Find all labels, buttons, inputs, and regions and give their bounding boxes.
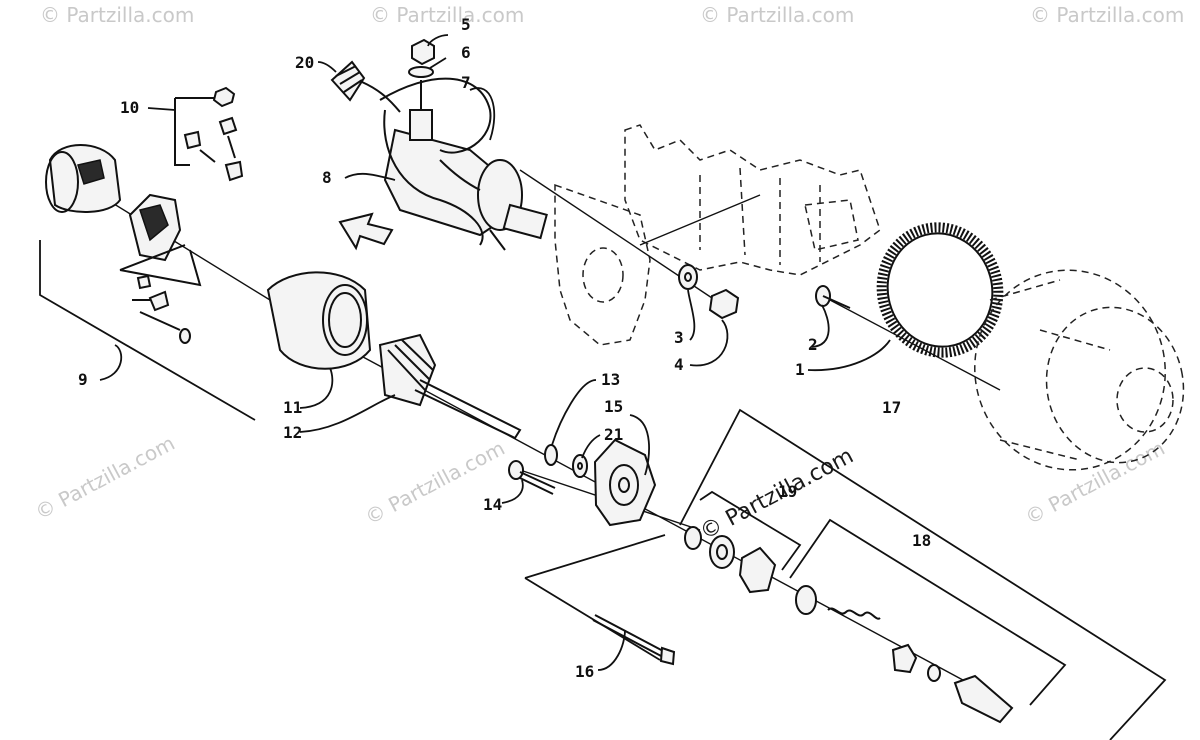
watermark-main-text: © Partzilla.com bbox=[696, 444, 858, 546]
callout-20: 20 bbox=[295, 53, 314, 72]
front-bracket bbox=[593, 438, 657, 527]
direction-arrow-icon bbox=[338, 212, 394, 251]
watermark-text: © Partzilla.com bbox=[1030, 3, 1184, 27]
callout-5: 5 bbox=[461, 15, 471, 34]
brush-kit bbox=[174, 86, 244, 182]
watermark-text: © Partzilla.com bbox=[31, 431, 179, 525]
callout-14: 14 bbox=[483, 495, 502, 514]
motor-yoke bbox=[266, 271, 372, 370]
watermark-text: © Partzilla.com bbox=[361, 436, 509, 530]
drive-components bbox=[684, 526, 1014, 724]
callout-9: 9 bbox=[78, 370, 88, 389]
callout-2: 2 bbox=[808, 335, 818, 354]
callout-21: 21 bbox=[604, 425, 623, 444]
callout-8: 8 bbox=[322, 168, 332, 187]
ring-gear-bolt bbox=[815, 285, 851, 309]
engine-block bbox=[624, 124, 881, 276]
o-ring bbox=[544, 444, 558, 466]
terminal-washer bbox=[408, 66, 434, 78]
assembly-axis-lines bbox=[74, 169, 1001, 701]
callout-11: 11 bbox=[283, 398, 302, 417]
callout-4: 4 bbox=[674, 355, 684, 374]
thrust-washer bbox=[572, 454, 588, 478]
ring-gear bbox=[876, 222, 1004, 358]
mounting-bracket bbox=[554, 183, 651, 346]
callout-labels: 1 2 3 4 5 6 7 8 9 10 11 12 13 14 15 16 1… bbox=[78, 15, 931, 681]
armature bbox=[378, 333, 522, 440]
rubber-boot bbox=[330, 60, 401, 113]
callout-19: 19 bbox=[778, 482, 797, 501]
brush-plate-bracket bbox=[39, 240, 256, 421]
watermark-text: © Partzilla.com bbox=[700, 3, 854, 27]
callout-7: 7 bbox=[461, 73, 471, 92]
callout-6: 6 bbox=[461, 43, 471, 62]
terminal-nut bbox=[411, 38, 435, 66]
group-brackets bbox=[524, 408, 1167, 740]
callout-15: 15 bbox=[604, 397, 623, 416]
mounting-washer bbox=[678, 264, 698, 290]
callout-10: 10 bbox=[120, 98, 139, 117]
callout-3: 3 bbox=[674, 328, 684, 347]
rear-end-cap bbox=[45, 144, 122, 213]
callout-12: 12 bbox=[283, 423, 302, 442]
callout-18: 18 bbox=[912, 531, 931, 550]
callout-16: 16 bbox=[575, 662, 594, 681]
callout-1: 1 bbox=[795, 360, 805, 379]
callout-13: 13 bbox=[601, 370, 620, 389]
mounting-nut bbox=[708, 288, 740, 320]
through-bolt-short bbox=[508, 460, 556, 495]
callout-17: 17 bbox=[882, 398, 901, 417]
starter-motor bbox=[379, 77, 548, 251]
watermark-text: © Partzilla.com bbox=[1021, 436, 1169, 530]
brush-holder bbox=[128, 193, 182, 262]
leader-lines bbox=[99, 34, 891, 671]
watermark-text: © Partzilla.com bbox=[370, 3, 524, 27]
through-bolt-long bbox=[592, 614, 676, 666]
flywheel bbox=[974, 269, 1185, 471]
watermark-text: © Partzilla.com bbox=[40, 3, 194, 27]
